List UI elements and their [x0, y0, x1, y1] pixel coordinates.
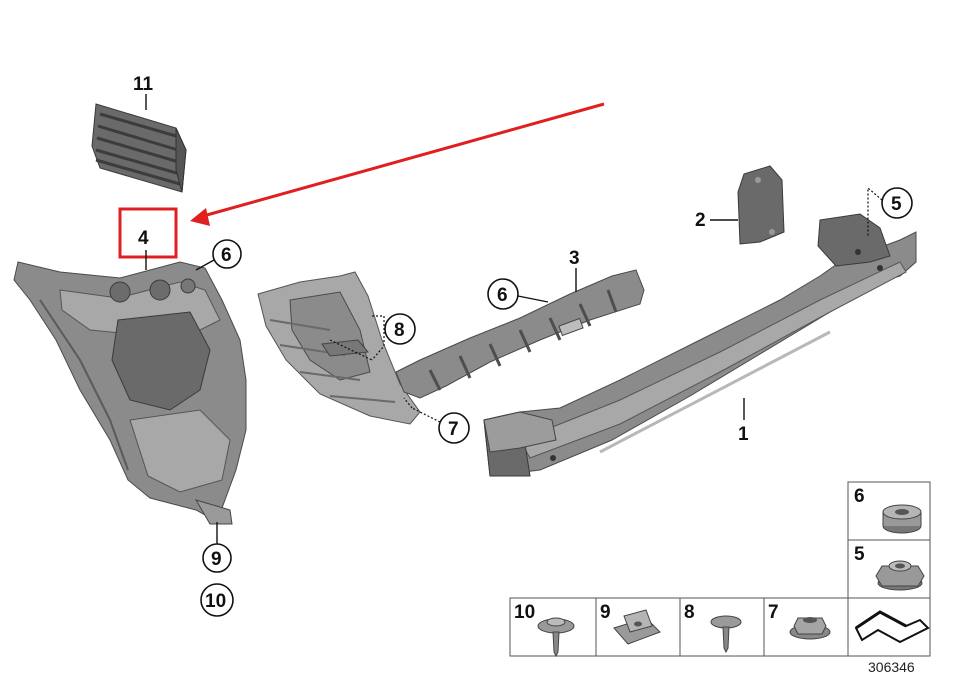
- screw-washer-icon: [537, 617, 575, 658]
- callout-5: 5: [891, 194, 902, 215]
- callout-11: 11: [133, 74, 154, 95]
- callout-3: 3: [569, 248, 580, 269]
- callout-6-middle: 6: [497, 285, 508, 306]
- legend-8: 8: [684, 602, 695, 623]
- callout-10: 10: [205, 591, 226, 612]
- spacer-icon: [882, 504, 922, 534]
- part-1-beam: [483, 213, 917, 477]
- callout-8: 8: [394, 320, 405, 341]
- legend-5: 5: [854, 544, 865, 565]
- highlight-box: [118, 207, 178, 259]
- clip-nut-icon: [613, 609, 661, 645]
- part-2-plate: [737, 165, 785, 245]
- part-3-deflector: [257, 271, 421, 425]
- part-11-grille: [91, 103, 187, 193]
- callout-4: 4: [138, 228, 149, 249]
- legend-6: 6: [854, 486, 865, 507]
- callout-6-left: 6: [221, 245, 232, 266]
- callout-2: 2: [695, 210, 706, 231]
- hardware-legend: 6 5 10 9 8 7: [509, 481, 931, 658]
- screw-icon: [710, 615, 742, 654]
- flange-nut-icon: [789, 617, 831, 640]
- reference-number: 306346: [868, 659, 915, 675]
- hex-nut-icon: [875, 560, 925, 591]
- callout-1: 1: [738, 424, 749, 445]
- legend-10: 10: [514, 602, 535, 623]
- callout-9: 9: [211, 549, 222, 570]
- highlight-arrow: [190, 102, 605, 226]
- part-3-rail: [395, 269, 645, 399]
- legend-9: 9: [600, 602, 611, 623]
- legend-7: 7: [768, 602, 779, 623]
- part-4-bracket: [13, 261, 247, 525]
- callout-7: 7: [448, 419, 459, 440]
- assembly-direction-icon: [854, 610, 930, 644]
